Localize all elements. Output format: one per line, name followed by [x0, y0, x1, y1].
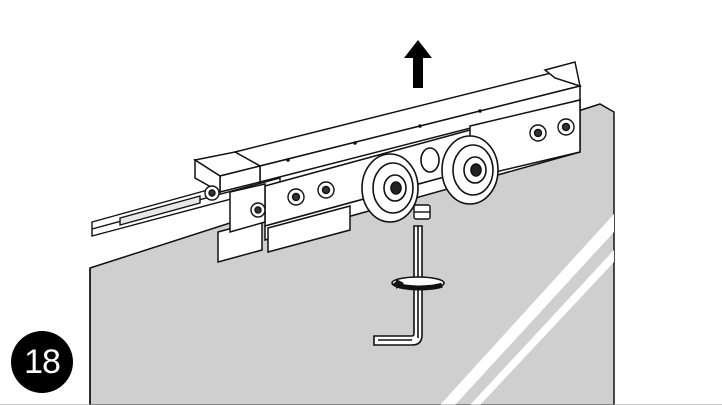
step-number-badge: 18 [11, 331, 73, 393]
step-number: 18 [24, 342, 61, 381]
height-adjustment-bolt [413, 204, 431, 220]
rivets [286, 109, 482, 162]
roller-wheels [361, 135, 499, 223]
up-arrow-icon [404, 40, 432, 88]
rotate-clockwise-icon [391, 276, 445, 291]
adjustment-screws [204, 118, 575, 218]
glass-reflection [440, 214, 614, 405]
glass-reflection [470, 250, 614, 405]
